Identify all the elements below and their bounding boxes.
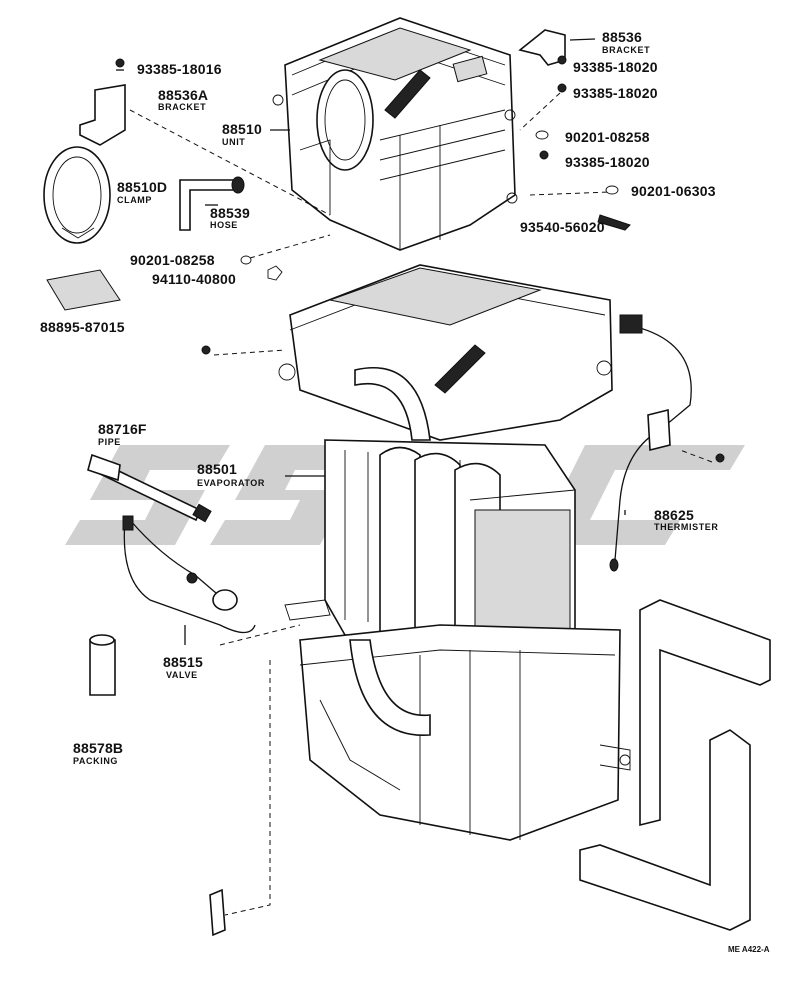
part-labels: 88536 BRACKET 93385-18020 93385-18020 90… [40, 29, 770, 954]
label-88501: 88501 [197, 461, 237, 477]
label-93540-56020: 93540-56020 [520, 219, 605, 235]
label-88536: 88536 [602, 29, 642, 45]
label-93385-18020c: 93385-18020 [565, 154, 650, 170]
label-88536a: 88536A [158, 87, 208, 103]
desc-88716f: PIPE [98, 437, 121, 447]
desc-88510d: CLAMP [117, 195, 152, 205]
label-90201-08258a: 90201-08258 [565, 129, 650, 145]
label-93385-18016: 93385-18016 [137, 61, 222, 77]
label-88716f: 88716F [98, 421, 147, 437]
screw-icon [115, 55, 725, 463]
desc-88536a: BRACKET [158, 102, 206, 112]
desc-88539: HOSE [210, 220, 238, 230]
label-88625: 88625 [654, 507, 694, 523]
evaporator-case-lower [278, 264, 631, 841]
label-88539: 88539 [210, 205, 250, 221]
label-88510d: 88510D [117, 179, 167, 195]
label-88895-87015: 88895-87015 [40, 319, 125, 335]
label-90201-08258b: 90201-08258 [130, 252, 215, 268]
label-88510: 88510 [222, 121, 262, 137]
label-93385-18020b: 93385-18020 [573, 85, 658, 101]
label-88578b: 88578B [73, 740, 123, 756]
leader-lines [129, 38, 713, 916]
reference-code: ME A422-A [728, 945, 770, 954]
desc-88515: VALVE [166, 670, 198, 680]
label-90201-06303: 90201-06303 [631, 183, 716, 199]
label-94110-40800: 94110-40800 [152, 271, 236, 287]
small-parts [43, 29, 725, 937]
label-88515: 88515 [163, 654, 203, 670]
desc-88578b: PACKING [73, 756, 118, 766]
desc-88625: THERMISTER [654, 522, 719, 532]
desc-88510: UNIT [222, 137, 245, 147]
desc-88501: EVAPORATOR [197, 478, 265, 488]
label-93385-18020a: 93385-18020 [573, 59, 658, 75]
blower-unit-upper [272, 17, 518, 251]
desc-88536: BRACKET [602, 45, 650, 55]
packing-seals [579, 599, 771, 931]
